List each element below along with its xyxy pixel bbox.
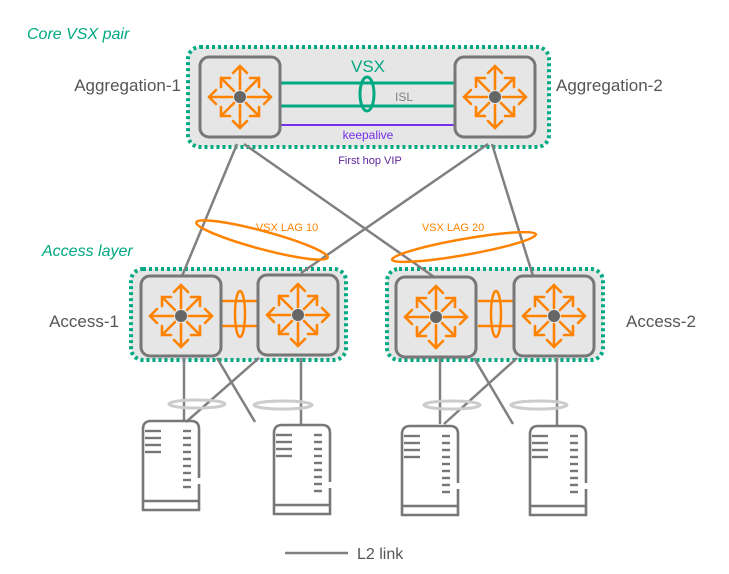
server-3[interactable]	[399, 424, 461, 518]
keepalive-label: keepalive	[343, 128, 394, 142]
access-1-label: Access-1	[49, 312, 119, 331]
server-1[interactable]	[140, 419, 202, 513]
aggregation-1-switch[interactable]	[198, 55, 282, 139]
vsx-lag-20-ellipse	[390, 230, 538, 264]
server-4[interactable]	[527, 424, 589, 518]
link-agg1-acc2	[243, 142, 438, 281]
access-2b-switch[interactable]	[512, 274, 596, 358]
link-agg2-acc2	[490, 143, 535, 277]
vsx-label: VSX	[351, 57, 385, 76]
aggregation-2-label: Aggregation-2	[556, 76, 663, 95]
isl-lag-ellipse	[358, 75, 376, 113]
downlinks	[182, 357, 559, 425]
vsx-lag-10-label: VSX LAG 10	[256, 222, 318, 234]
section-access-label: Access layer	[41, 243, 133, 260]
section-core-label: Core VSX pair	[27, 26, 130, 43]
access-2-lag-ellipse	[489, 289, 503, 339]
legend-l2-label: L2 link	[357, 546, 404, 563]
vsx-lag-10-ellipse	[195, 219, 329, 261]
isl-label: ISL	[395, 90, 413, 104]
access-2-isl	[478, 299, 515, 328]
access-1b-switch[interactable]	[256, 273, 340, 357]
server-2[interactable]	[271, 423, 333, 517]
link-agg1-acc1	[180, 143, 239, 277]
uplinks	[180, 142, 535, 281]
link-agg2-acc1	[300, 142, 489, 275]
access-1-lag-ellipse	[233, 289, 247, 339]
access-2-label: Access-2	[626, 312, 696, 331]
server-lag-ellipses	[167, 398, 569, 411]
access-2a-switch[interactable]	[394, 275, 478, 359]
access-1-isl	[222, 299, 259, 328]
access-1a-switch[interactable]	[139, 274, 223, 358]
aggregation-1-label: Aggregation-1	[74, 76, 181, 95]
vsx-lag-20-label: VSX LAG 20	[422, 222, 484, 234]
first-hop-vip-label: First hop VIP	[338, 155, 402, 167]
aggregation-2-switch[interactable]	[453, 55, 537, 139]
